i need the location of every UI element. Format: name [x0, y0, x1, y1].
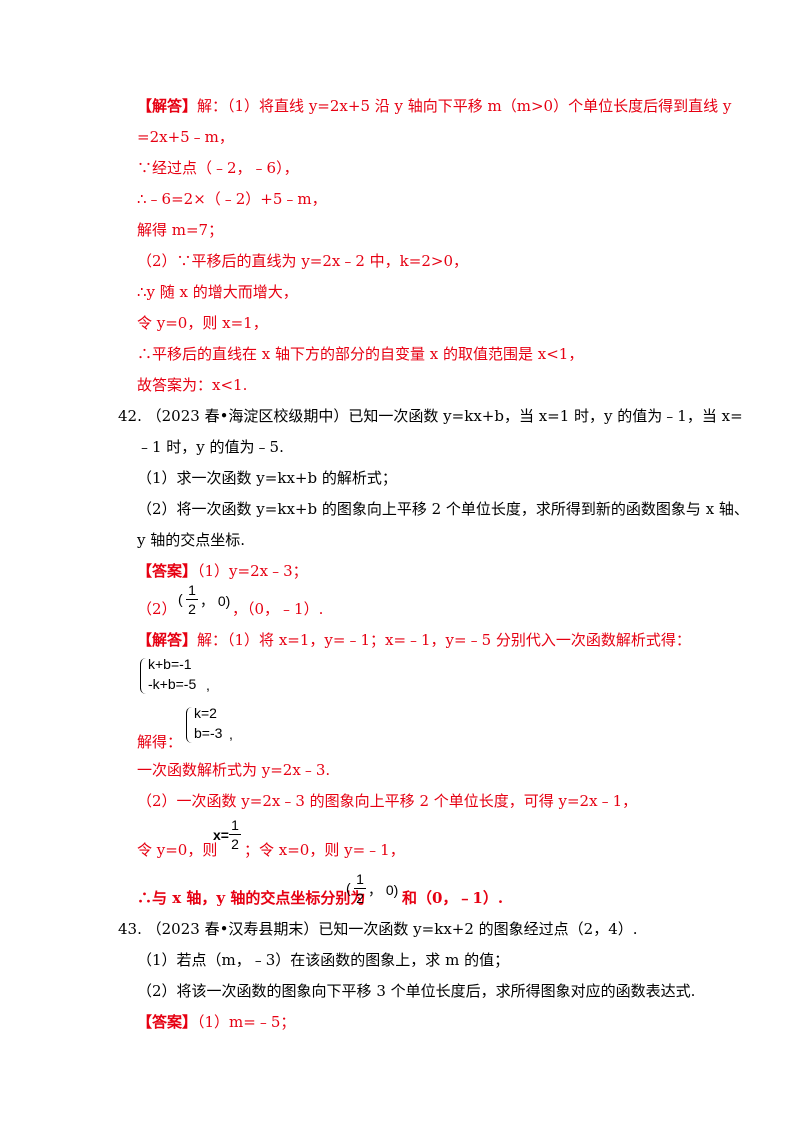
system-brace [186, 707, 193, 743]
answer-part2-label: （2） [137, 600, 177, 618]
solution-line: ∴﹣6=2×（﹣2）+5﹣m， [137, 190, 327, 208]
question-42-part2: y 轴的交点坐标. [137, 531, 246, 549]
fraction-bar [186, 599, 198, 600]
solution-line: 【解答】解：（1）将 x=1，y=﹣1；x=﹣1，y=﹣5 分别代入一次函数解析… [137, 630, 691, 650]
solution-line: ∴平移后的直线在 x 轴下方的部分的自变量 x 的取值范围是 x<1， [137, 345, 584, 363]
system-brace [140, 658, 147, 694]
fraction-numerator: 1 [356, 871, 364, 887]
solution-conclusion: 和（0，﹣1）. [402, 889, 504, 907]
fraction-numerator: 1 [188, 582, 196, 598]
answer-tag: 【答案】 [137, 1013, 198, 1031]
question-42-part1: （1）求一次函数 y=kx+b 的解析式； [137, 469, 397, 487]
solution-line: 令 y=0，则 [137, 841, 218, 859]
equation-comma: , [229, 726, 233, 742]
point-paren-left: ( [346, 880, 351, 896]
question-42-stem: 42. （2023 春•海淀区校级期中）已知一次函数 y=kx+b，当 x=1 … [118, 407, 743, 425]
solution-conclusion: ∴与 x 轴，y 轴的交点坐标分别为 [137, 889, 366, 907]
answer-text: （1）y=2x﹣3； [197, 562, 308, 580]
solution-line: 令 y=0，则 x=1， [137, 314, 268, 332]
solution-text: 解：（1）将 x=1，y=﹣1；x=﹣1，y=﹣5 分别代入一次函数解析式得： [197, 631, 691, 649]
fraction-bar [354, 888, 366, 889]
point-rest: ， 0) [368, 882, 399, 898]
solution-line: 【解答】解：（1）将直线 y=2x+5 沿 y 轴向下平移 m（m>0）个单位长… [137, 96, 731, 116]
equation-comma: , [206, 677, 210, 693]
solve-label: 解得： [137, 733, 183, 751]
solution-tag: 【解答】 [137, 97, 198, 115]
fraction-denominator: 2 [188, 601, 196, 617]
solution-line: =2x+5﹣m， [137, 128, 234, 146]
solution-line: 解得 m=7； [137, 221, 224, 239]
solution-text: 解：（1）将直线 y=2x+5 沿 y 轴向下平移 m（m>0）个单位长度后得到… [197, 97, 732, 115]
equation: -k+b=-5 [148, 676, 197, 692]
answer-line: 【答案】（1）y=2x﹣3； [137, 561, 308, 581]
fraction: 1 2 [354, 871, 366, 906]
answer-tag: 【答案】 [137, 562, 198, 580]
solution-line: （2）一次函数 y=2x﹣3 的图象向上平移 2 个单位长度，可得 y=2x﹣1… [137, 792, 638, 810]
point-paren-left: ( [178, 591, 183, 607]
solution-line: ∴y 随 x 的增大而增大， [137, 283, 298, 301]
question-43-part2: （2）将该一次函数的图象向下平移 3 个单位长度后，求所得图象对应的函数表达式. [137, 982, 696, 1000]
solution-line: 故答案为：x<1. [137, 376, 248, 394]
question-43-part1: （1）若点（m，﹣3）在该函数的图象上，求 m 的值； [137, 951, 510, 969]
answer-line: 【答案】（1）m=﹣5； [137, 1012, 295, 1032]
answer-text: （1）m=﹣5； [197, 1013, 296, 1031]
solution-tag: 【解答】 [137, 631, 198, 649]
equation: k=2 [194, 705, 217, 721]
fraction: 1 2 [229, 817, 241, 852]
point-rest: ， 0) [200, 593, 231, 609]
fraction-numerator: 1 [231, 817, 239, 833]
equation: b=-3 [194, 725, 223, 741]
question-43-stem: 43. （2023 春•汉寿县期末）已知一次函数 y=kx+2 的图象经过点（2… [118, 920, 638, 938]
fraction-denominator: 2 [356, 890, 364, 906]
answer-part2-rest: ，（0，﹣1）. [232, 600, 324, 618]
solution-line: 一次函数解析式为 y=2x﹣3. [137, 761, 331, 779]
solution-line: ；令 x=0，则 y=﹣1， [244, 841, 405, 859]
fraction-bar [229, 834, 241, 835]
variable-x: x= [213, 827, 229, 843]
equation: k+b=-1 [148, 656, 192, 672]
solution-line: （2）∵平移后的直线为 y=2x﹣2 中，k=2>0， [137, 252, 468, 270]
question-42-part2: （2）将一次函数 y=kx+b 的图象向上平移 2 个单位长度，求所得到新的函数… [137, 500, 749, 518]
fraction: 1 2 [186, 582, 198, 617]
solution-line: ∵经过点（﹣2，﹣6）， [137, 159, 299, 177]
question-42-stem: ﹣1 时，y 的值为﹣5. [137, 438, 284, 456]
fraction-denominator: 2 [231, 836, 239, 852]
